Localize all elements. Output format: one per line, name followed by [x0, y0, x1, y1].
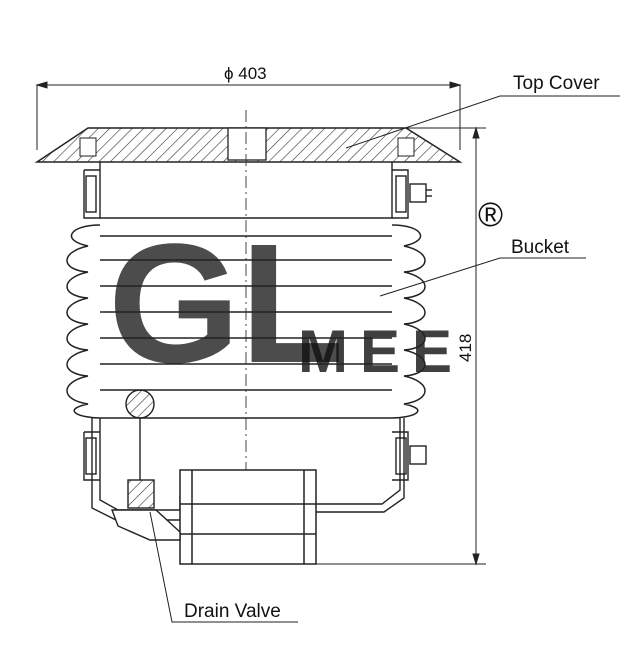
diameter-label: ϕ 403: [224, 64, 267, 83]
outlet-pipe: [179, 469, 317, 565]
bellows: [66, 224, 426, 419]
drain-valve-label: Drain Valve: [184, 601, 281, 622]
upper-flange: [83, 162, 432, 219]
top-cover: [34, 127, 463, 163]
height-dimension: [316, 126, 486, 566]
diameter-dimension: [35, 81, 462, 150]
watermark-sub-letters: MEE: [298, 318, 464, 385]
registered-mark: ®: [478, 196, 503, 234]
top-cover-label: Top Cover: [513, 73, 600, 94]
bucket-label: Bucket: [511, 237, 570, 258]
watermark: GL MEE ®: [108, 196, 503, 399]
lower-body: [83, 417, 427, 521]
leader-lines: [149, 95, 620, 623]
watermark-letters: GL: [108, 209, 344, 399]
height-label: 418: [456, 334, 475, 362]
drain-valve-assembly: [110, 389, 181, 541]
